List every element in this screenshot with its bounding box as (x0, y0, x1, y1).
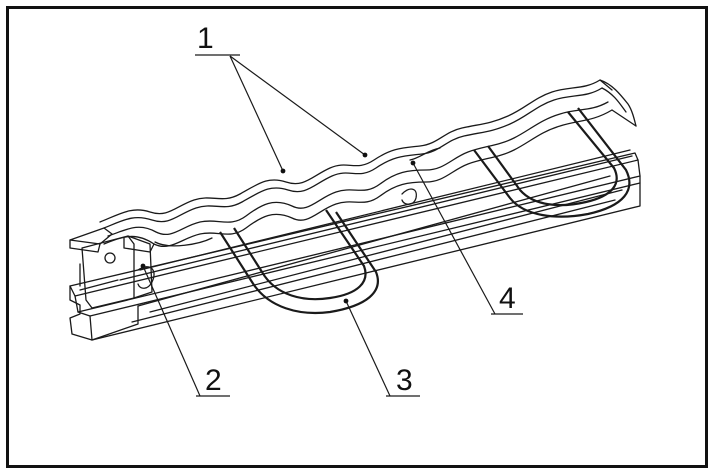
wire-loops (219, 107, 631, 315)
clip-bracket (81, 188, 417, 309)
callout-3: 3 (396, 364, 413, 397)
heating-cable (69, 79, 637, 253)
callout-4: 4 (499, 282, 516, 315)
callout-2: 2 (205, 364, 222, 397)
leader-lines (140, 54, 523, 397)
callout-1: 1 (197, 22, 214, 55)
